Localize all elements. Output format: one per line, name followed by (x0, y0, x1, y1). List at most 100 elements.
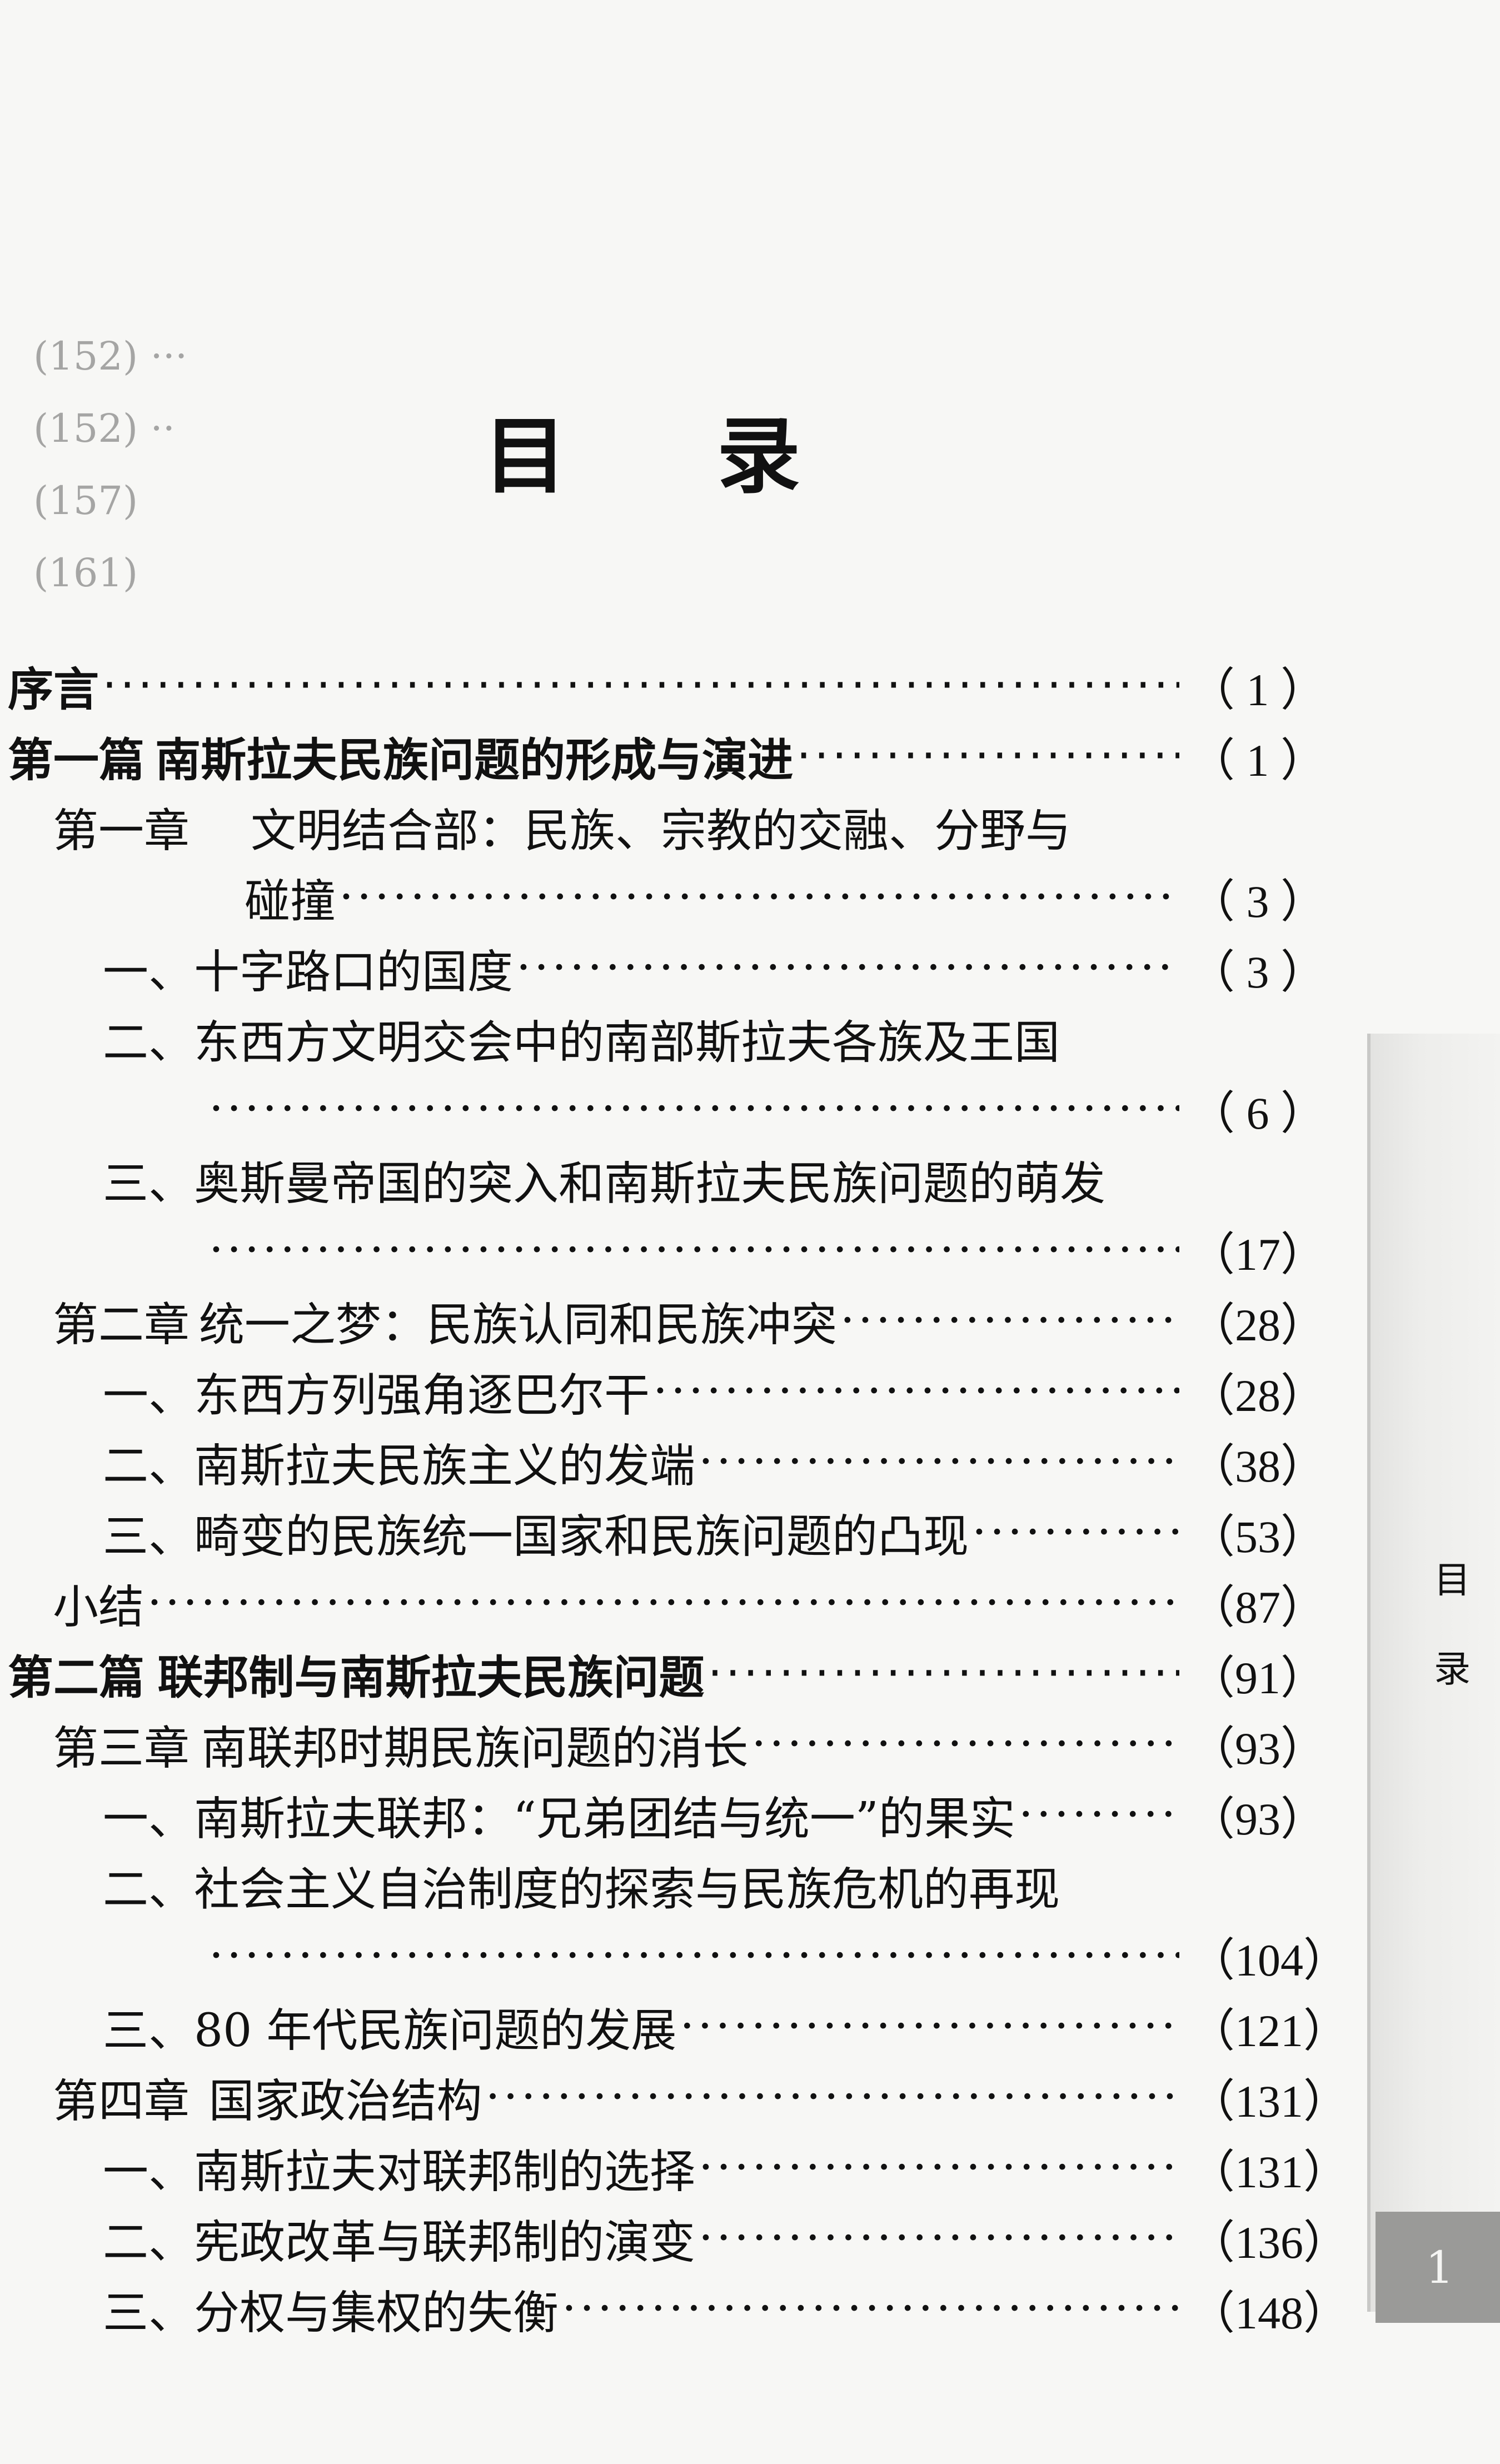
dot-leader: ········································… (840, 1294, 1179, 1347)
toc-title: 三、奥斯曼帝国的突入和南斯拉夫民族问题的萌发 (103, 1158, 1106, 1210)
toc-entry-continuation[interactable]: ········································… (0, 1074, 1327, 1144)
margin-mark: (152) ··· (33, 333, 188, 379)
dot-leader: ········································… (1018, 1788, 1179, 1841)
toc-entry-part-1[interactable]: 第一篇 南斯拉夫民族问题的形成与演进 ·····················… (0, 721, 1327, 791)
toc-title: 统一之梦：民族认同和民族冲突 (198, 1299, 837, 1351)
toc-entry-section[interactable]: 三、畸变的民族统一国家和民族问题的凸现 ····················… (0, 1497, 1327, 1568)
toc-entry-chapter-4[interactable]: 第四章 国家政治结构 ·····························… (0, 2062, 1349, 2132)
toc-entry-section[interactable]: 三、分权与集权的失衡 ·····························… (0, 2273, 1349, 2344)
toc-label: 第二篇 (8, 1652, 145, 1704)
page-number-tab: 1 (1376, 2212, 1500, 2323)
toc-entry-summary[interactable]: 小结 ·····································… (0, 1568, 1327, 1638)
toc-title: 南斯拉夫民族问题的形成与演进 (155, 734, 794, 787)
dot-leader: ········································… (653, 1365, 1179, 1418)
toc-entry-section[interactable]: 一、东西方列强角逐巴尔干 ···························… (0, 1356, 1327, 1426)
toc-title: 国家政治结构 (208, 2075, 482, 2128)
toc-entry-section[interactable]: 一、十字路口的国度 ······························… (0, 932, 1327, 1003)
toc-page-number: （121） (1189, 2006, 1349, 2056)
dot-leader: ········································… (339, 871, 1179, 924)
toc-entry-continuation[interactable]: ········································… (0, 1921, 1349, 1991)
toc-title: 二、宪政改革与联邦制的演变 (103, 2216, 696, 2269)
toc-page-number: （91） (1189, 1653, 1327, 1703)
page-edge-strip (1367, 1034, 1500, 2312)
toc-title: 碰撞 (245, 875, 336, 928)
dot-leader: ········································… (516, 941, 1179, 994)
toc-title: 南联邦时期民族问题的消长 (201, 1722, 749, 1775)
toc-page-number: （131） (1189, 2076, 1349, 2127)
toc-entry-section[interactable]: 一、南斯拉夫对联邦制的选择 ··························… (0, 2132, 1349, 2203)
margin-mark: (161) (33, 550, 138, 596)
toc-title: 文明结合部：民族、宗教的交融、分野与 (251, 805, 1072, 857)
dot-leader: ········································… (699, 2212, 1179, 2265)
toc-entry-chapter-3[interactable]: 第三章 南联邦时期民族问题的消长 ·······················… (0, 1709, 1327, 1779)
toc-label: 第三章 (53, 1722, 190, 1775)
dot-leader: ········································… (680, 2000, 1179, 2053)
toc-title: 三、畸变的民族统一国家和民族问题的凸现 (103, 1510, 969, 1563)
toc-title: 二、东西方文明交会中的南部斯拉夫各族及王国 (103, 1016, 1060, 1069)
table-of-contents: 序言 ·····································… (0, 650, 1349, 2344)
toc-page-number: （28） (1189, 1300, 1327, 1350)
toc-entry-chapter-1[interactable]: 第一章 文明结合部：民族、宗教的交融、分野与 (0, 791, 1312, 862)
dot-leader: ········································… (209, 1929, 1179, 1982)
toc-title: 一、东西方列强角逐巴尔干 (103, 1369, 650, 1422)
dot-leader: ········································… (707, 1647, 1180, 1700)
toc-page-number: （ 3 ） (1189, 947, 1327, 997)
dot-leader: ········································… (972, 1506, 1179, 1559)
toc-title: 一、南斯拉夫对联邦制的选择 (103, 2146, 696, 2198)
toc-entry-section[interactable]: 一、南斯拉夫联邦：“兄弟团结与统一”的果实 ··················… (0, 1779, 1327, 1850)
toc-page-number: （131） (1189, 2147, 1349, 2197)
dot-leader: ········································… (485, 2071, 1179, 2123)
toc-page-number: （ 3 ） (1189, 876, 1327, 927)
toc-entry-section[interactable]: 二、南斯拉夫民族主义的发端 ··························… (0, 1426, 1327, 1497)
toc-label: 第一篇 (8, 734, 145, 787)
toc-page-number: （87） (1189, 1582, 1327, 1633)
toc-entry-continuation[interactable]: ········································… (0, 1215, 1327, 1285)
dot-leader: ········································… (699, 1435, 1179, 1488)
toc-entry-section[interactable]: 二、社会主义自治制度的探索与民族危机的再现 (0, 1850, 1312, 1921)
toc-title: 三、80 年代民族问题的发展 (103, 2004, 677, 2057)
margin-mark: (157) (33, 478, 138, 523)
toc-label: 第四章 (53, 2075, 190, 2128)
toc-entry-section[interactable]: 三、80 年代民族问题的发展 ·························… (0, 1991, 1349, 2062)
toc-title: 二、南斯拉夫民族主义的发端 (103, 1440, 696, 1493)
toc-page-number: （ 6 ） (1189, 1088, 1327, 1139)
dot-leader: ········································… (699, 2141, 1179, 2194)
page-title: 目录 (484, 408, 951, 505)
toc-page-number: （53） (1189, 1512, 1327, 1562)
toc-title: 三、分权与集权的失衡 (103, 2287, 559, 2340)
toc-page-number: （38） (1189, 1441, 1327, 1492)
side-tab-label: 录 (1434, 1648, 1471, 1690)
toc-title: 一、南斯拉夫联邦：“兄弟团结与统一”的果实 (103, 1793, 1015, 1845)
dot-leader: ········································… (751, 1718, 1179, 1770)
toc-entry-continuation[interactable]: 碰撞 ·····································… (0, 862, 1327, 932)
toc-page-number: （104） (1189, 1935, 1349, 1986)
toc-title: 一、十字路口的国度 (103, 946, 514, 999)
toc-title: 联邦制与南斯拉夫民族问题 (157, 1652, 705, 1704)
toc-page-number: （ 1 ） (1189, 665, 1327, 715)
toc-page-number: （148） (1189, 2288, 1349, 2338)
toc-label: 第二章 (53, 1299, 190, 1351)
dot-leader: ········································… (209, 1083, 1179, 1135)
toc-entry-section[interactable]: 二、东西方文明交会中的南部斯拉夫各族及王国 (0, 1003, 1312, 1074)
toc-entry-section[interactable]: 二、宪政改革与联邦制的演变 ··························… (0, 2203, 1349, 2273)
dot-leader: ········································… (562, 2282, 1179, 2335)
toc-entry-part-2[interactable]: 第二篇 联邦制与南斯拉夫民族问题 ·······················… (0, 1638, 1327, 1709)
toc-label: 小结 (53, 1581, 144, 1634)
toc-page-number: （28） (1189, 1370, 1327, 1421)
toc-label: 第一章 (53, 805, 190, 857)
toc-entry-section[interactable]: 三、奥斯曼帝国的突入和南斯拉夫民族问题的萌发 (0, 1144, 1312, 1215)
toc-page-number: （136） (1189, 2217, 1349, 2268)
toc-page-number: （17） (1189, 1229, 1327, 1280)
toc-entry-preface[interactable]: 序言 ·····································… (0, 650, 1327, 721)
margin-mark: (152) ·· (33, 406, 175, 451)
toc-page-number: （93） (1189, 1794, 1327, 1844)
toc-entry-chapter-2[interactable]: 第二章 统一之梦：民族认同和民族冲突 ·····················… (0, 1285, 1327, 1356)
toc-label: 序言 (8, 664, 99, 716)
toc-page-number: （93） (1189, 1723, 1327, 1774)
dot-leader: ········································… (209, 1224, 1179, 1276)
toc-page-number: （ 1 ） (1189, 735, 1327, 786)
side-tab-label: 目 (1434, 1559, 1471, 1602)
dot-leader: ········································… (102, 659, 1179, 712)
toc-title: 二、社会主义自治制度的探索与民族危机的再现 (103, 1863, 1060, 1916)
